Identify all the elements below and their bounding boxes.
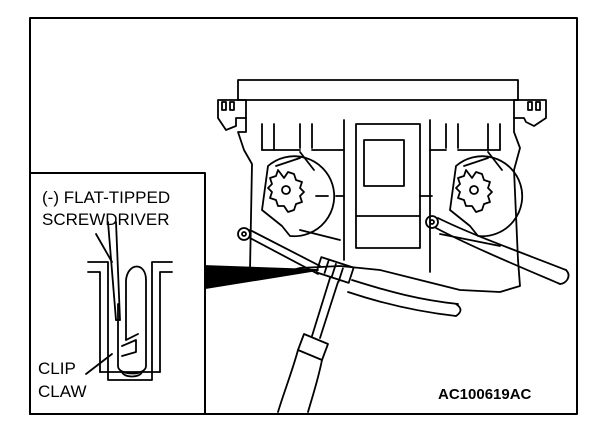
screwdriver-tool [277, 277, 339, 413]
clip-detail [85, 221, 173, 381]
tool-label-line1: (-) FLAT-TIPPED [42, 188, 171, 207]
clip-label: CLIP [38, 359, 76, 378]
tool-label-line2: SCREWDRIVER [42, 210, 170, 229]
panel-assembly [217, 79, 547, 293]
right-cable [425, 215, 570, 285]
right-cam [449, 151, 524, 238]
detail-inset [29, 172, 206, 415]
claw-label: CLAW [38, 382, 87, 401]
left-cable [237, 227, 462, 317]
callout-pointer [205, 265, 319, 289]
figure-code: AC100619AC [438, 386, 532, 403]
left-cam [261, 151, 336, 238]
